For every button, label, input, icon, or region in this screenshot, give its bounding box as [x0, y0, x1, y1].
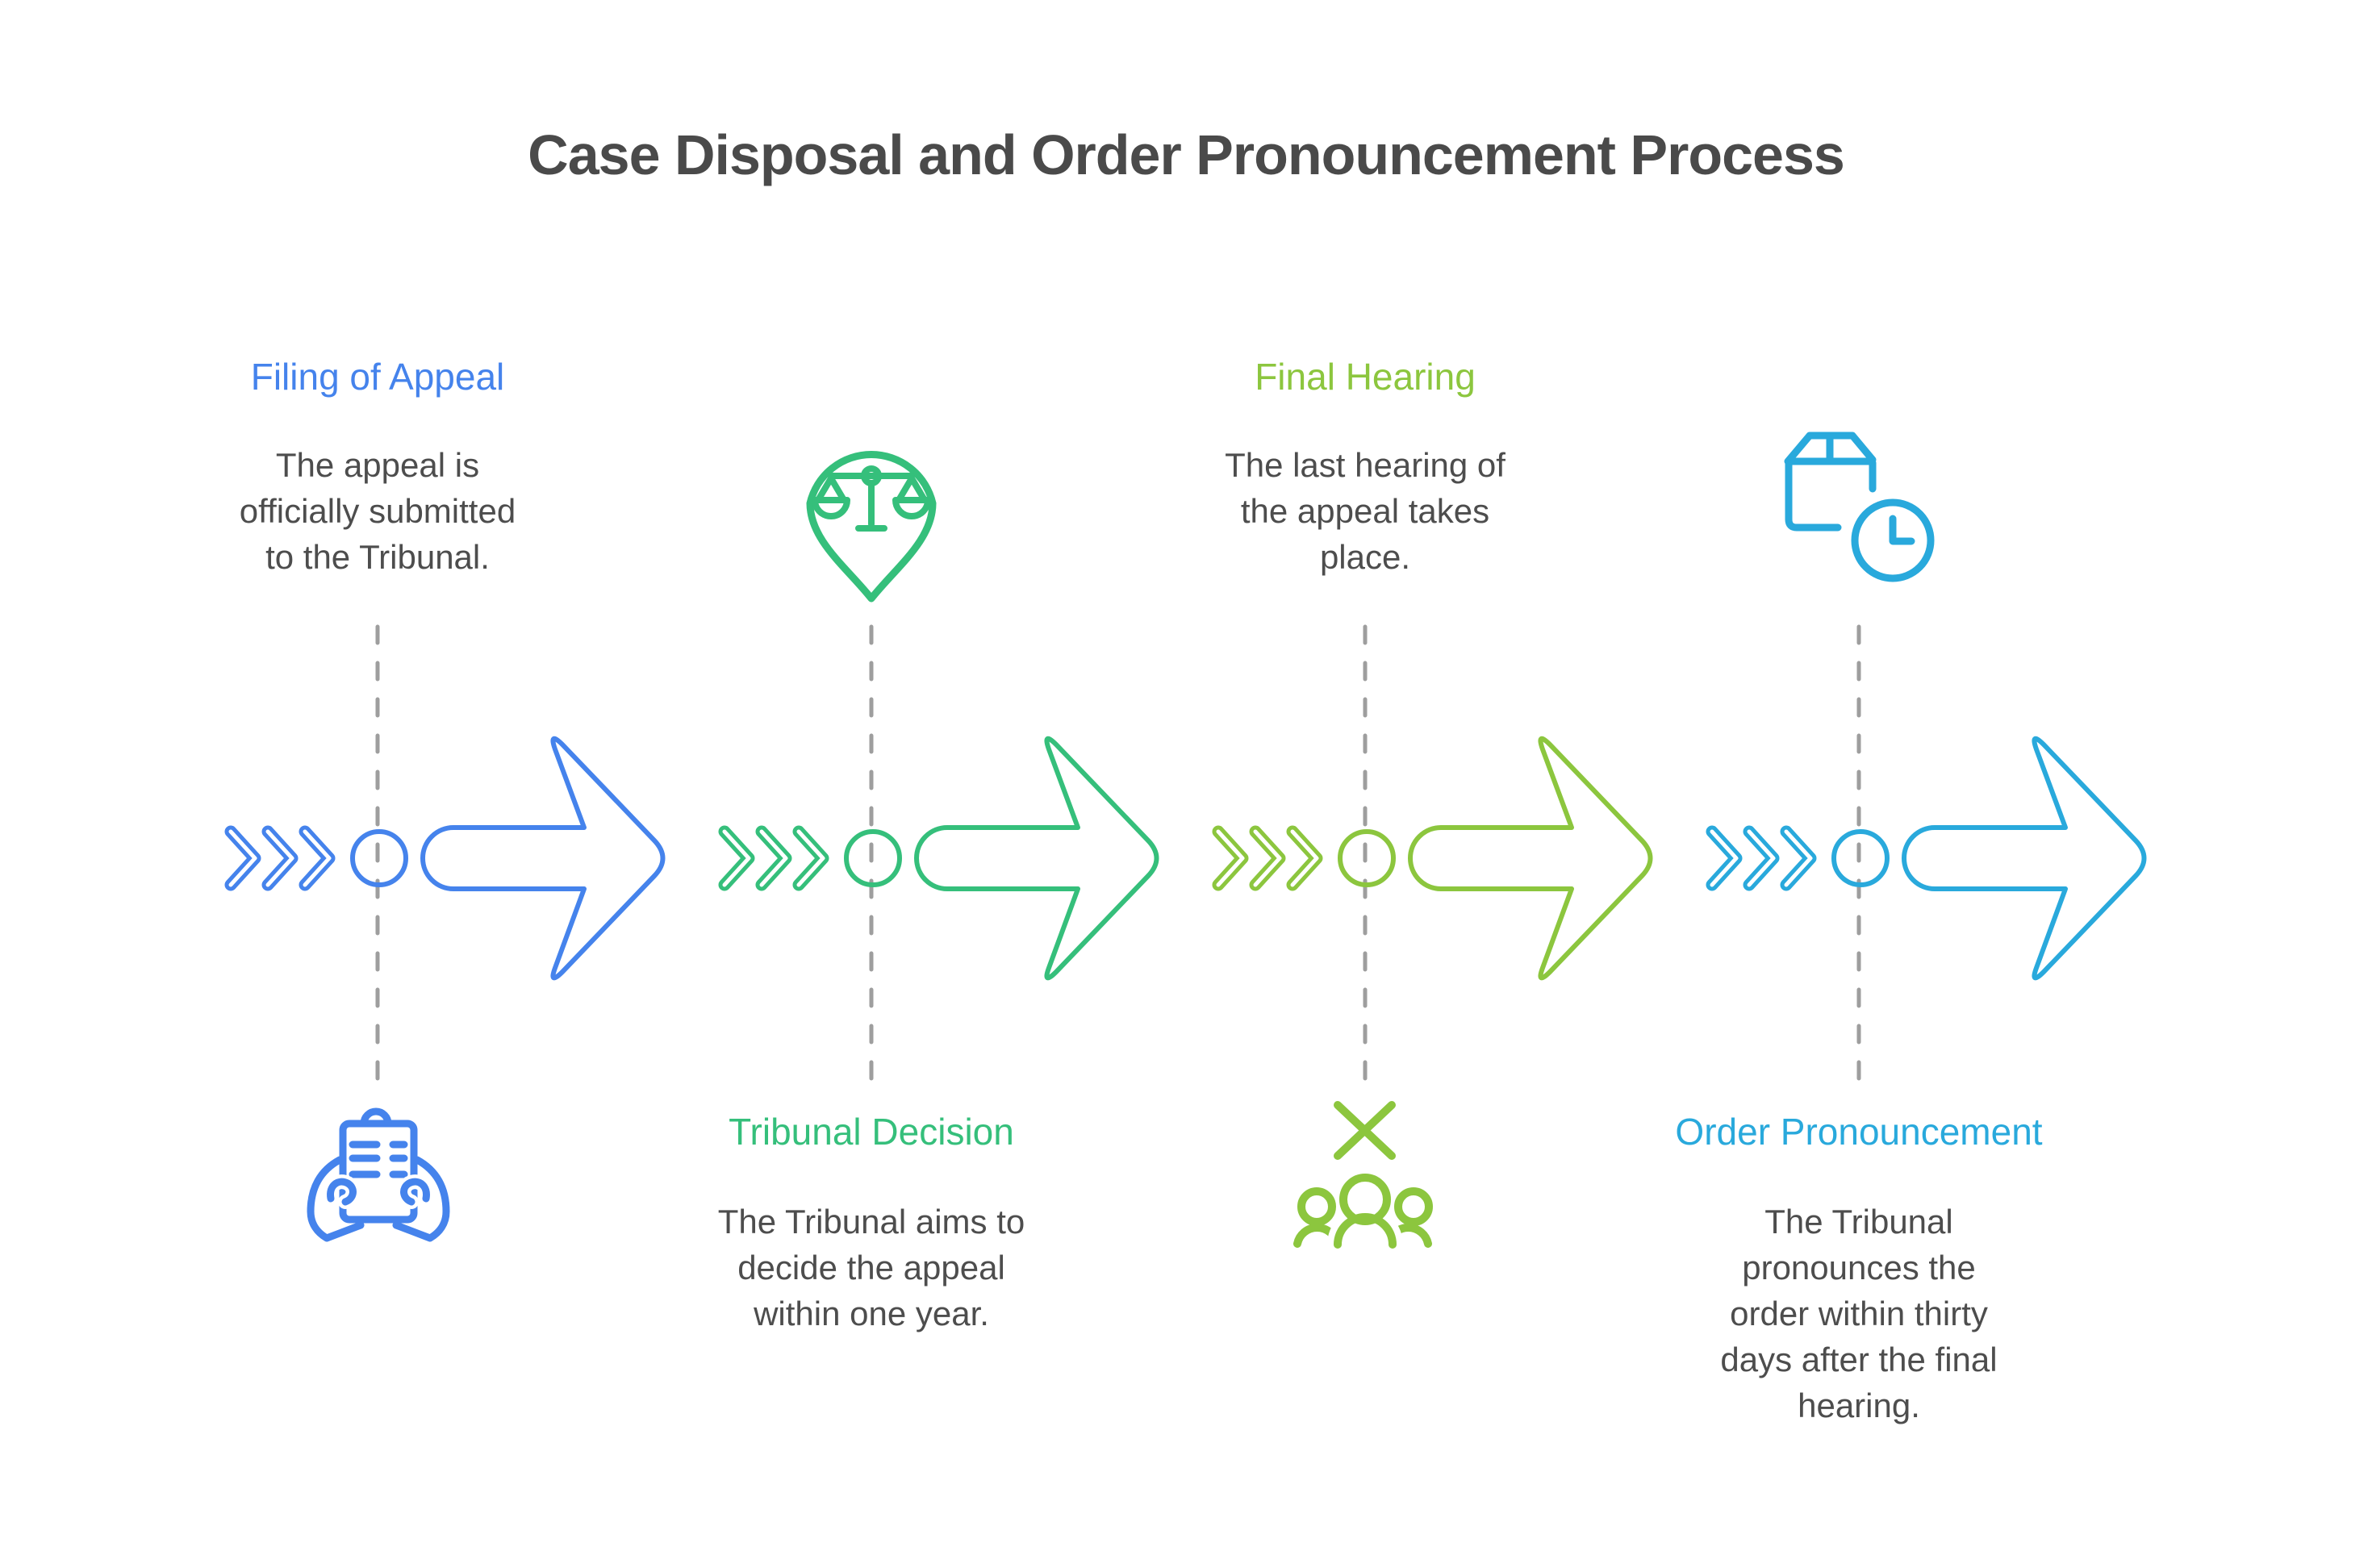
chevrons-icon: [718, 825, 829, 891]
stage-description: The Tribunal aims to decide the appeal w…: [717, 1203, 1025, 1332]
big-arrow-icon: [420, 736, 666, 981]
hands-holding-document-icon: [307, 1107, 450, 1242]
stage-description: The Tribunal pronounces the order within…: [1720, 1203, 1998, 1424]
stage-description: The appeal is officially submitted to th…: [239, 446, 516, 576]
stage-title: Tribunal Decision: [729, 1111, 1014, 1153]
dashed-connector-line: [869, 624, 874, 1099]
package-clock-icon: [1784, 432, 1941, 589]
timeline-node-circle: [1831, 829, 1890, 887]
flow-arrow-graphic: [1706, 736, 2147, 981]
big-arrow-icon: [914, 736, 1159, 981]
stage-tribunal-decision: Tribunal Decision The Tribunal aims to d…: [624, 0, 1159, 1568]
dashed-connector-line: [1363, 624, 1368, 1099]
dashed-connector-line: [375, 624, 380, 1099]
people-group-x-icon: [1293, 1101, 1433, 1255]
stage-description: The last hearing of the appeal takes pla…: [1225, 446, 1505, 576]
clock-hands-icon: [1889, 515, 1915, 545]
page-title: Case Disposal and Order Pronouncement Pr…: [528, 123, 1845, 186]
chevrons-icon: [1212, 825, 1323, 891]
flow-arrow-graphic: [224, 736, 666, 981]
chevrons-icon: [1706, 825, 1817, 891]
chevrons-icon: [224, 825, 336, 891]
stage-title: Order Pronouncement: [1675, 1111, 2043, 1153]
timeline-node-circle: [1338, 829, 1396, 887]
stage-title: Final Hearing: [1255, 356, 1476, 398]
stage-title: Filing of Appeal: [250, 356, 505, 398]
flow-arrow-graphic: [1212, 736, 1653, 981]
stage-final-hearing: Final Hearing The last hearing of the ap…: [1118, 0, 1653, 1568]
stage-filing-of-appeal: Filing of Appeal The appeal is officiall…: [131, 0, 666, 1568]
big-arrow-icon: [1408, 736, 1653, 981]
dashed-connector-line: [1856, 624, 1861, 1099]
scales-of-justice-pin-icon: [806, 451, 937, 603]
big-arrow-icon: [1902, 736, 2147, 981]
stage-order-pronouncement: Order Pronouncement The Tribunal pronoun…: [1612, 0, 2147, 1568]
x-mark-icon: [1334, 1101, 1396, 1160]
flow-arrow-graphic: [718, 736, 1159, 981]
timeline-node-circle: [350, 829, 408, 887]
timeline-node-circle: [844, 829, 902, 887]
